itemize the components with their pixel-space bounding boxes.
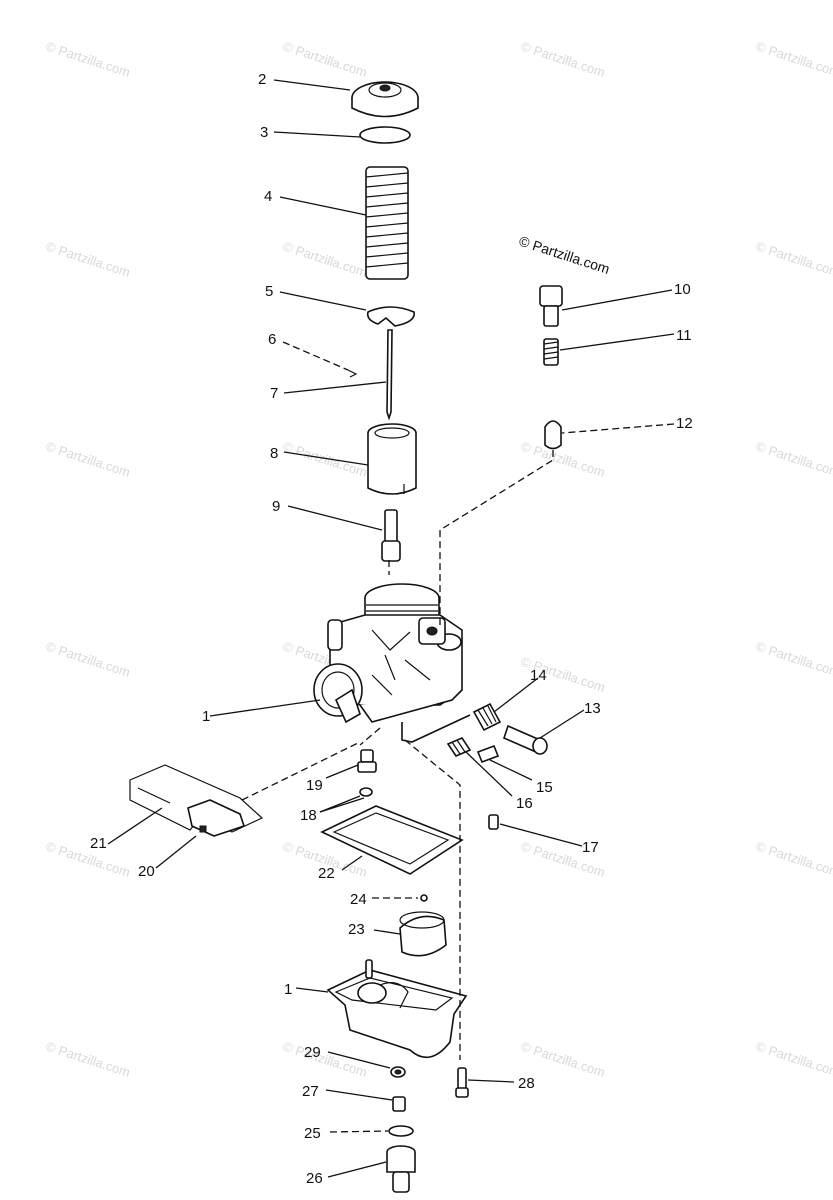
watermark-text: © Partzilla.com [44,1039,132,1080]
label-18: 18 [300,807,317,824]
part-6-clip [347,369,358,378]
label-10: 10 [674,281,691,298]
part-14-spring [472,702,502,732]
watermark-text: © Partzilla.com [281,239,369,280]
part-1-float-bowl [326,959,468,1059]
part-11-spring [543,338,559,366]
watermark-text: © Partzilla.com [519,1039,607,1080]
label-9: 9 [272,498,280,515]
watermark-text: © Partzilla.com [519,39,607,80]
label-16: 16 [516,795,533,812]
part-22-gasket [320,805,464,875]
leader-28-dashed [404,739,461,1060]
label-11: 11 [676,327,692,344]
part-23-float [399,911,447,957]
part-27-jet [392,1096,406,1112]
part-9-needle-jet [381,509,401,562]
part-7-needle [386,329,393,421]
part-17-screw [488,814,499,830]
label-22: 22 [318,865,335,882]
watermark-text: © Partzilla.com [281,39,369,80]
watermark-text: © Partzilla.com [44,439,132,480]
label-20: 20 [138,863,155,880]
label-3: 3 [260,124,268,141]
watermark-text: © Partzilla.com [754,839,833,880]
part-labels: 2 3 4 5 6 7 8 9 10 11 12 13 14 15 16 17 … [90,71,693,1187]
part-26-drain-plug [386,1145,416,1193]
watermark-text: © Partzilla.com [44,839,132,880]
label-17: 17 [582,839,599,856]
part-21-gasket [129,764,264,833]
label-29: 29 [304,1044,321,1061]
watermark-text: © Partzilla.com [754,639,833,680]
watermark-text: © Partzilla.com [754,239,833,280]
label-13: 13 [584,700,601,717]
label-8: 8 [270,445,278,462]
watermark-text: © Partzilla.com [44,239,132,280]
part-24-pin [420,894,428,902]
part-12-plunger [544,420,562,450]
label-25: 25 [304,1125,321,1142]
part-5-plate [366,306,415,327]
label-14: 14 [530,667,547,684]
label-6: 6 [268,331,276,348]
watermark-main: © Partzilla.com [517,233,612,277]
watermark-text: © Partzilla.com [754,39,833,80]
label-28: 28 [518,1075,535,1092]
part-8-slide [367,423,417,495]
part-4-spring [365,166,409,280]
leader-lines [107,79,675,1178]
part-3-ring [359,126,411,144]
label-24: 24 [350,891,367,908]
label-26: 26 [306,1170,323,1187]
part-19-jet [357,749,377,773]
label-21: 21 [90,835,107,852]
watermark-text: © Partzilla.com [281,439,369,480]
label-1-bowl: 1 [284,981,292,998]
part-28-screw [455,1067,469,1098]
part-25-o-ring [388,1125,414,1137]
label-4: 4 [264,188,272,205]
label-12: 12 [676,415,693,432]
label-2: 2 [258,71,266,88]
label-27: 27 [302,1083,319,1100]
part-16-spring [446,737,472,757]
watermark-text: © Partzilla.com [519,439,607,480]
part-29-washer [390,1066,406,1078]
watermark-text: © Partzilla.com [754,1039,833,1080]
label-5: 5 [265,283,273,300]
part-10-cable-adjuster [539,285,563,327]
leader-19-dashed [359,727,381,746]
label-19: 19 [306,777,323,794]
watermark-text: © Partzilla.com [44,639,132,680]
label-1-body: 1 [202,708,210,725]
part-13-screw [503,724,548,755]
part-2-cap [351,81,419,118]
part-18-jet-set [359,787,373,797]
label-23: 23 [348,921,365,938]
part-20-float-tab [187,799,246,837]
part-1-carburetor-body [313,583,471,743]
label-7: 7 [270,385,278,402]
part-15-screw [476,744,500,764]
watermark-text: © Partzilla.com [754,439,833,480]
leader-12-dashed [439,450,554,625]
watermark-text: © Partzilla.com [44,39,132,80]
label-15: 15 [536,779,553,796]
